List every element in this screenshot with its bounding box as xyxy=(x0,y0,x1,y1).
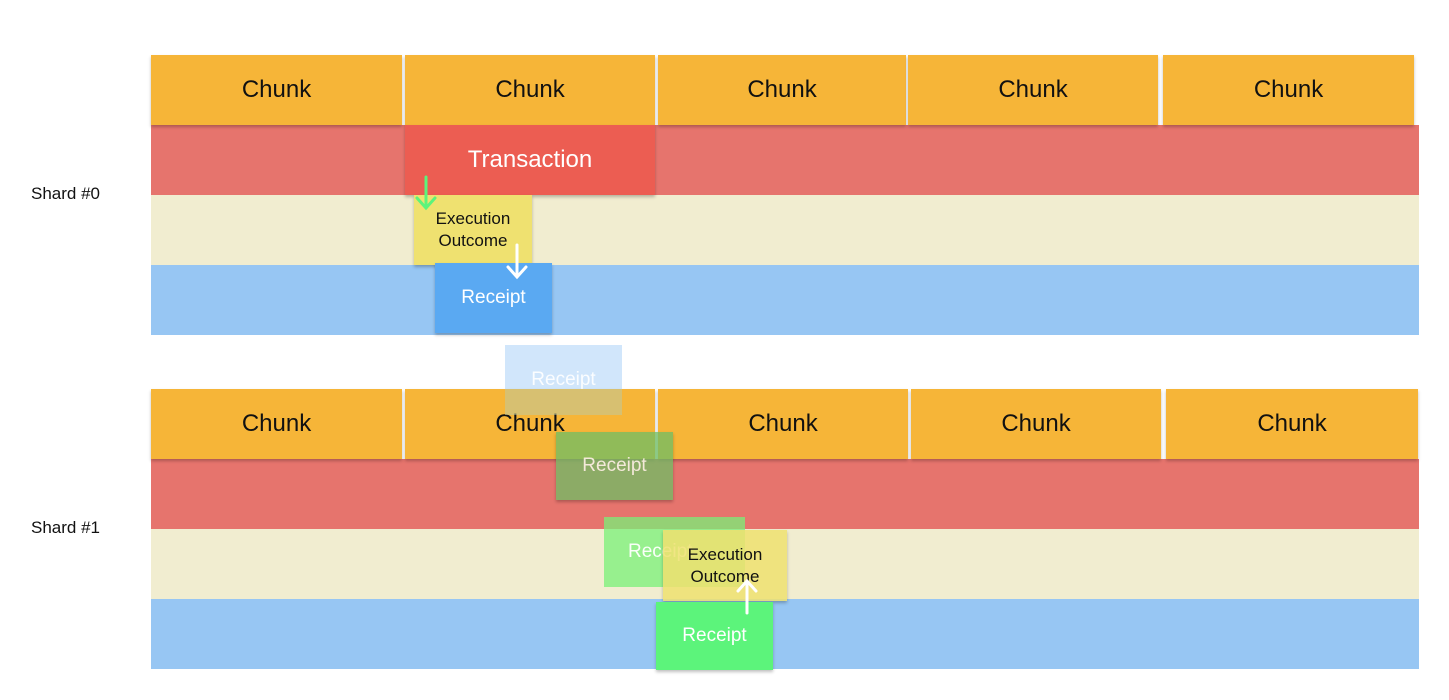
shard0-transaction-lane xyxy=(151,125,1419,195)
shard0-outcome-lane xyxy=(151,195,1419,265)
shard1-outcome-line1: Execution xyxy=(687,544,763,564)
shard1-outcome-line2: Outcome xyxy=(690,566,760,586)
shard1-transaction-lane xyxy=(151,459,1419,529)
transaction-box: Transaction xyxy=(405,125,655,195)
shard0-chunk-3: Chunk xyxy=(658,55,906,125)
shard0-receipt: Receipt xyxy=(435,263,552,333)
shard1-chunk-4: Chunk xyxy=(911,389,1161,459)
shard0-chunk-1: Chunk xyxy=(151,55,402,125)
shard1-receipt: Receipt xyxy=(656,602,773,670)
shard0-receipt-lane xyxy=(151,265,1419,335)
shard0-chunk-4: Chunk xyxy=(908,55,1158,125)
shard0-chunk-5: Chunk xyxy=(1163,55,1414,125)
shard0-outcome-line1: Execution xyxy=(435,209,511,228)
shard1-chunk-1: Chunk xyxy=(151,389,402,459)
transit-receipt-2: Receipt xyxy=(556,432,673,500)
shard0-label: Shard #0 xyxy=(31,184,100,203)
shard1-receipt-lane xyxy=(151,599,1419,669)
shard1-execution-outcome: Execution Outcome xyxy=(663,530,787,601)
transit-receipt-1-overlay xyxy=(505,389,622,415)
shard0-outcome-line2: Outcome xyxy=(438,231,508,250)
shard0-chunk-2: Chunk xyxy=(405,55,655,125)
shard1-chunk-5: Chunk xyxy=(1166,389,1418,459)
shard0-execution-outcome: Execution Outcome xyxy=(414,195,532,265)
shard1-label: Shard #1 xyxy=(31,518,100,537)
shard1-chunk-3: Chunk xyxy=(658,389,908,459)
